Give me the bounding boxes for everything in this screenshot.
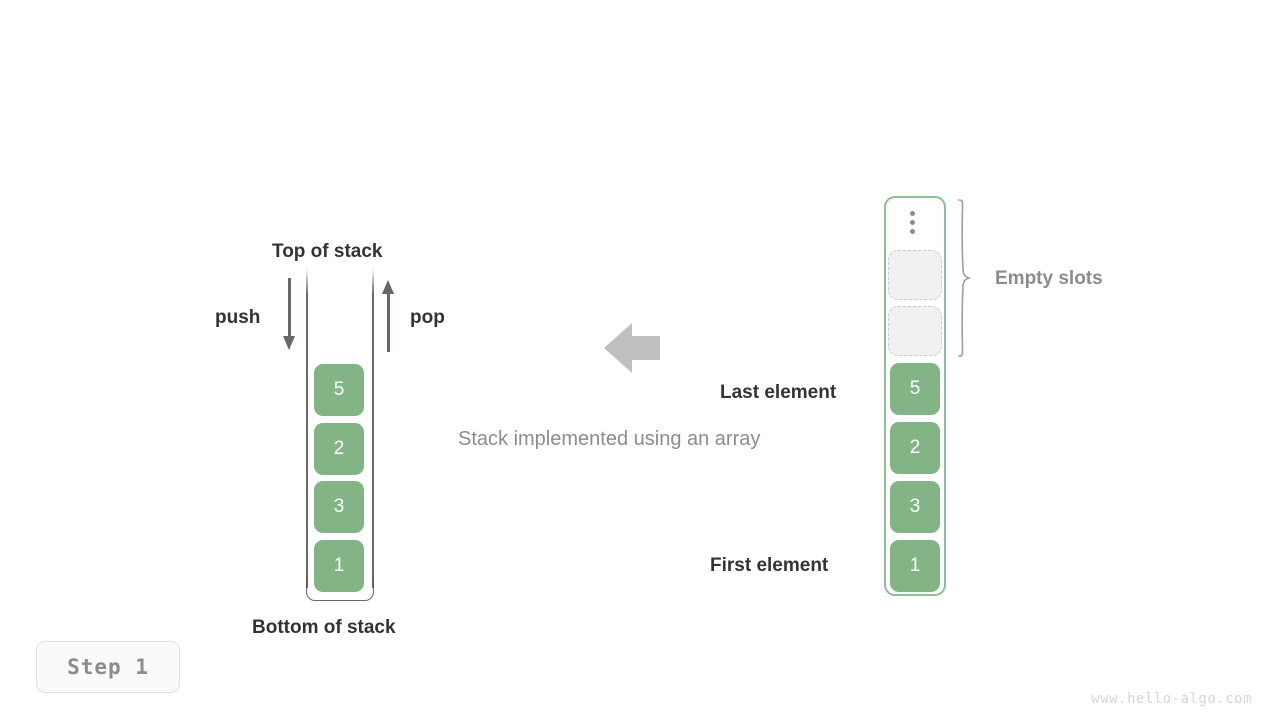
arrow-shaft bbox=[288, 278, 291, 338]
dot bbox=[910, 220, 915, 225]
arrow-left-icon bbox=[604, 323, 660, 373]
watermark: www.hello-algo.com bbox=[1091, 691, 1252, 707]
empty-slots-label: Empty slots bbox=[995, 268, 1103, 289]
stack-floor bbox=[306, 575, 374, 601]
arrow-up-icon bbox=[382, 280, 395, 352]
stack-element: 2 bbox=[314, 423, 364, 475]
arrow-tip bbox=[604, 323, 632, 373]
push-label: push bbox=[215, 307, 261, 328]
top-of-stack-label: Top of stack bbox=[272, 241, 383, 262]
bottom-of-stack-label: Bottom of stack bbox=[252, 617, 396, 638]
arrow-shaft bbox=[387, 292, 390, 352]
stack-figure: Top of stack push pop 5 2 3 1 Bottom of … bbox=[0, 0, 560, 720]
stack-element: 1 bbox=[314, 540, 364, 592]
empty-slot bbox=[888, 250, 942, 300]
dot bbox=[910, 211, 915, 216]
stack-wall-left bbox=[306, 268, 308, 588]
arrow-tail bbox=[630, 336, 660, 360]
stack-element: 3 bbox=[314, 481, 364, 533]
arrow-head bbox=[382, 280, 394, 294]
empty-slot bbox=[888, 306, 942, 356]
first-element-label: First element bbox=[710, 555, 829, 576]
array-figure: Empty slots 5 2 3 1 Last element First e… bbox=[660, 0, 1280, 720]
dot bbox=[910, 229, 915, 234]
pop-label: pop bbox=[410, 307, 445, 328]
array-outline bbox=[884, 196, 946, 596]
array-element: 1 bbox=[890, 540, 940, 592]
curly-brace-icon bbox=[958, 199, 972, 357]
stack-wall-right bbox=[372, 268, 374, 588]
step-badge: Step 1 bbox=[36, 641, 180, 693]
array-element: 2 bbox=[890, 422, 940, 474]
stack-container bbox=[306, 268, 374, 601]
array-element: 5 bbox=[890, 363, 940, 415]
arrow-head bbox=[283, 336, 295, 350]
last-element-label: Last element bbox=[720, 382, 837, 403]
diagram-caption: Stack implemented using an array bbox=[458, 428, 761, 450]
arrow-down-icon bbox=[283, 278, 296, 350]
vertical-ellipsis-icon bbox=[910, 211, 915, 238]
array-element: 3 bbox=[890, 481, 940, 533]
stack-element: 5 bbox=[314, 364, 364, 416]
